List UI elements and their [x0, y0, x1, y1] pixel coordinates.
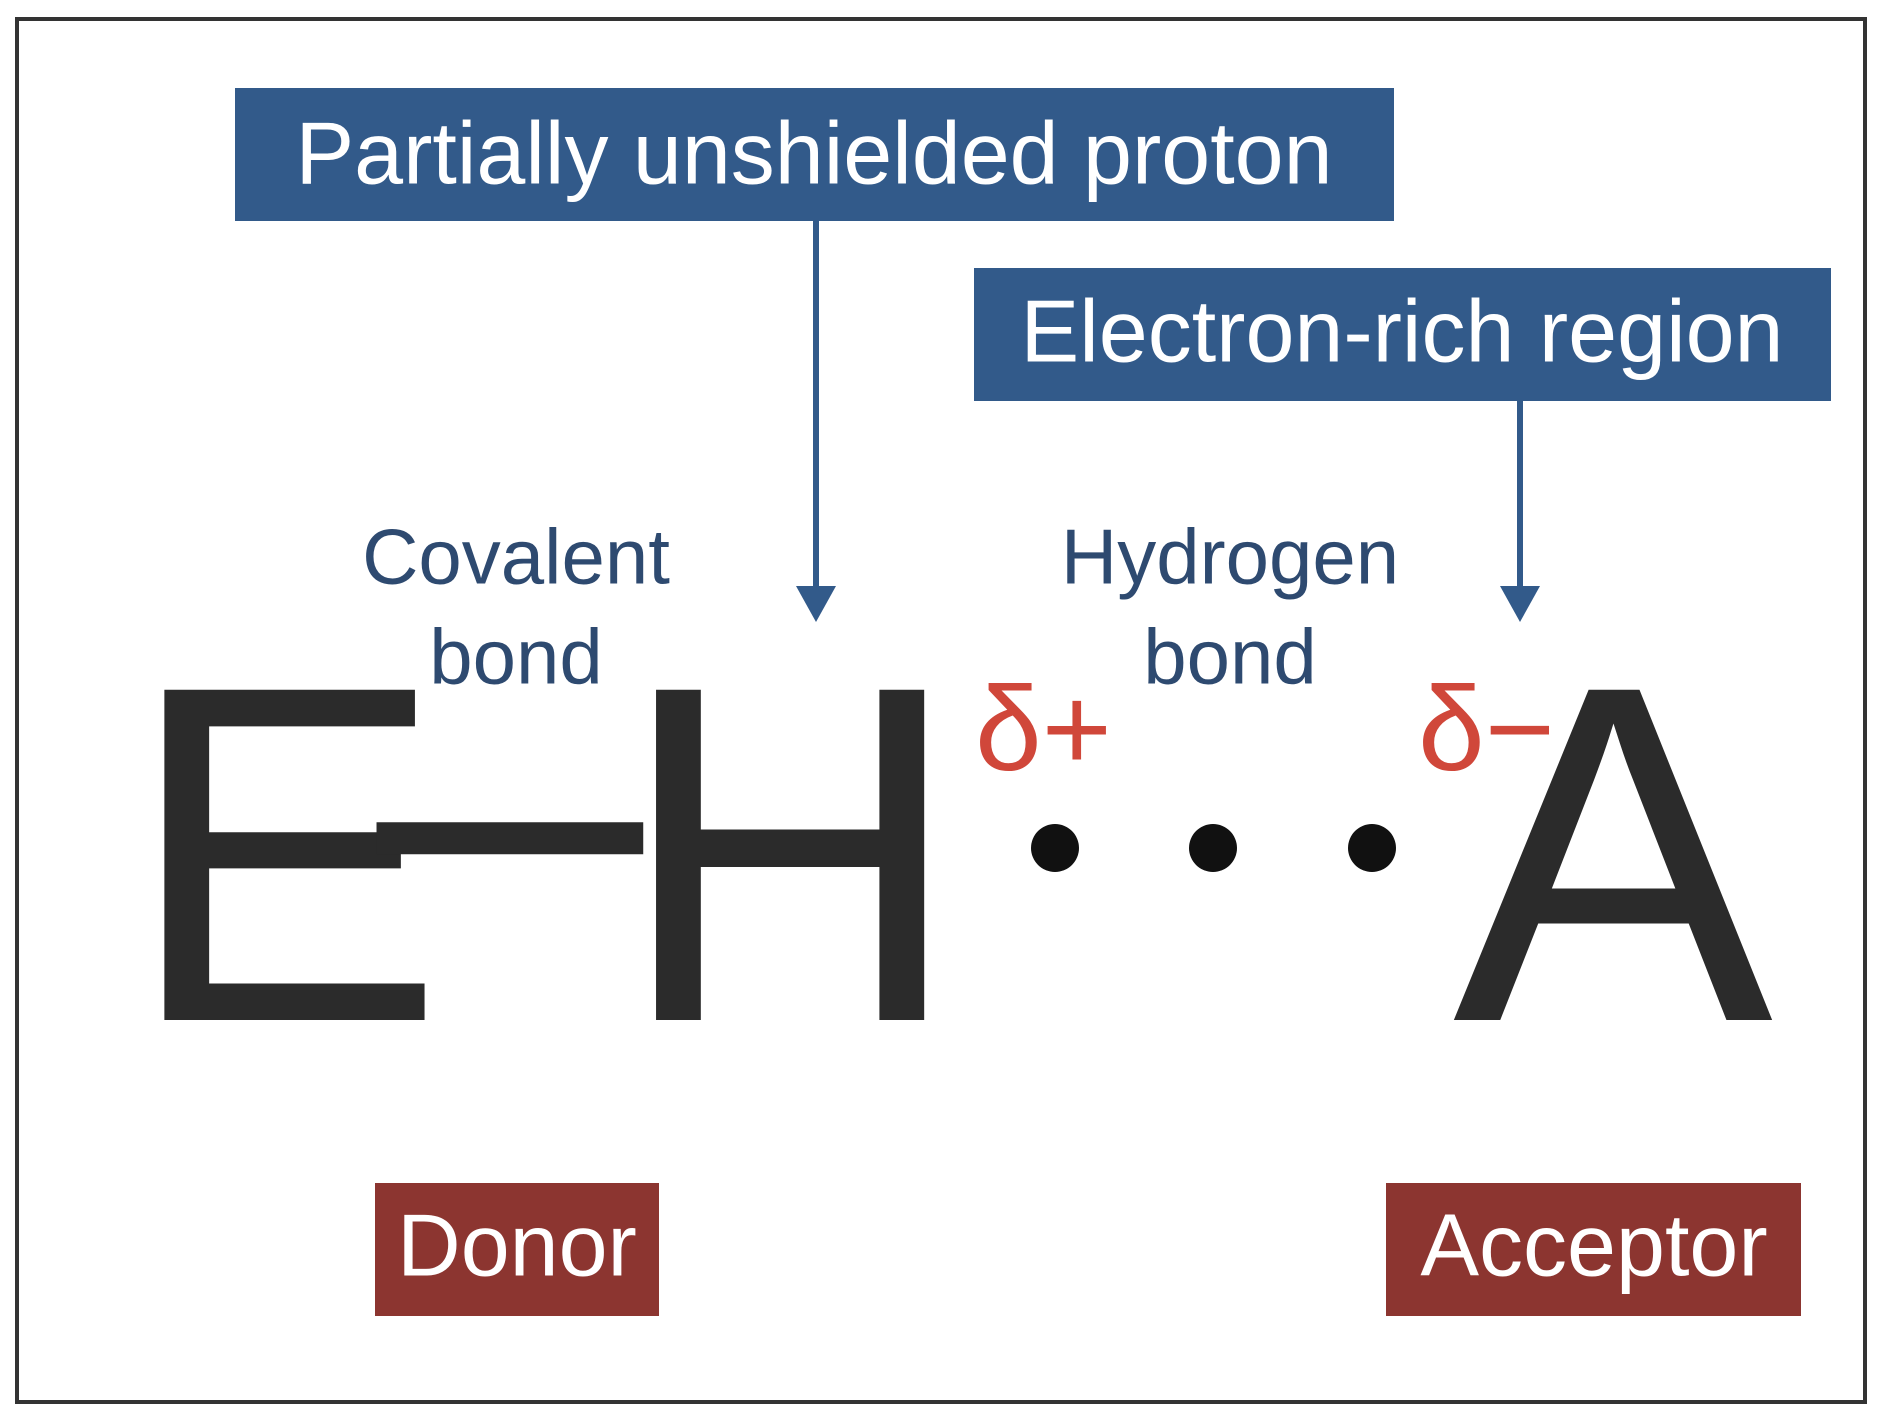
hydrogen-bond-dot [1031, 824, 1079, 872]
donor-atom-e: E [125, 585, 445, 1122]
proton-callout-arrowhead [796, 586, 836, 622]
donor-role-label: Donor [397, 1195, 637, 1294]
delta-plus-charge: δ+ [975, 662, 1112, 796]
donor-role-box [375, 1183, 659, 1316]
delta-minus-charge: δ− [1418, 662, 1555, 796]
hydrogen-bond-label-line2: bond [1143, 613, 1317, 701]
acceptor-role-box [1386, 1183, 1801, 1316]
electron-callout-label: Electron-rich region [1021, 281, 1784, 380]
acceptor-atom-a: A [1453, 585, 1776, 1122]
proton-callout-box [235, 88, 1394, 221]
hydrogen-bond-label-line1: Hydrogen [1061, 513, 1399, 601]
electron-callout-box [974, 268, 1831, 401]
hydrogen-bond-dot [1348, 824, 1396, 872]
diagram-frame [15, 17, 1867, 1404]
hydrogen-bond-dot [1189, 824, 1237, 872]
covalent-bond-dash: – [377, 525, 647, 1062]
acceptor-role-label: Acceptor [1420, 1195, 1767, 1294]
covalent-bond-label-line1: Covalent [362, 513, 670, 601]
hydrogen-atom-h: H [617, 585, 964, 1122]
electron-callout-arrowhead [1500, 586, 1540, 622]
proton-callout-label: Partially unshielded proton [295, 103, 1332, 202]
covalent-bond-label-line2: bond [429, 613, 603, 701]
